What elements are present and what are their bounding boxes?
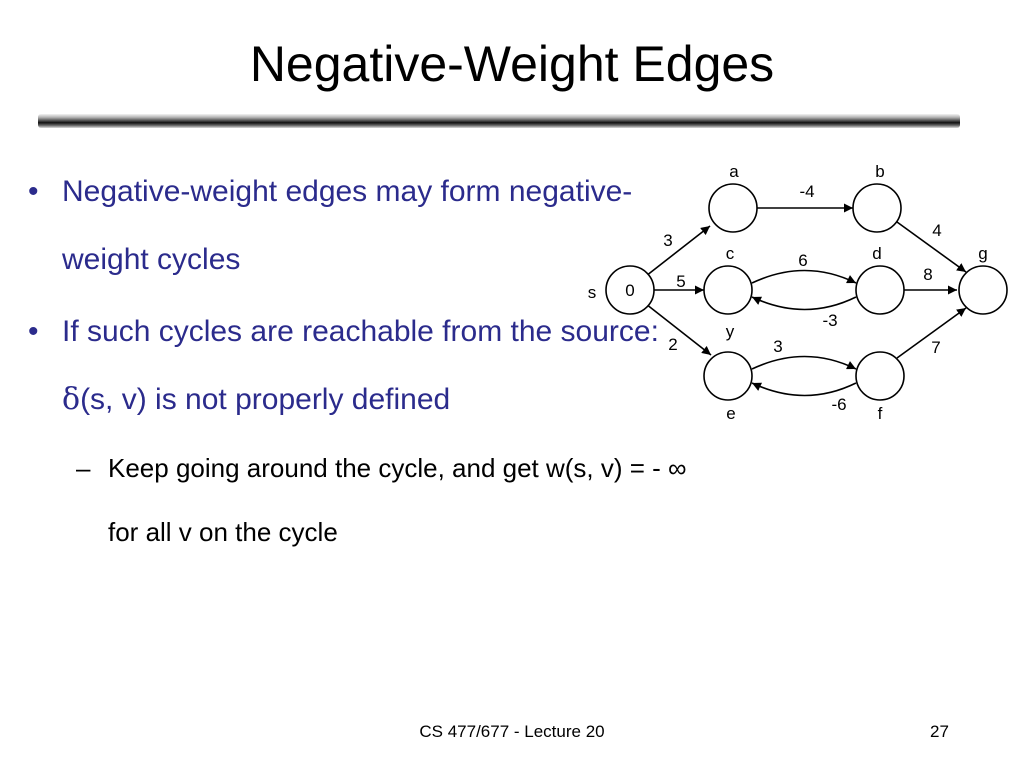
bullet-text-2-suffix: (s, v) is not properly defined: [80, 383, 451, 416]
node-e: [703, 351, 753, 401]
node-a: [708, 183, 758, 233]
node-a-label: a: [729, 162, 739, 181]
weight-d-g: 8: [923, 265, 932, 284]
weight-s-a: 3: [663, 231, 672, 250]
edge-d-c: [751, 296, 857, 311]
bullet-text-1: Negative-weight edges may form negative-…: [62, 175, 633, 276]
node-s: [605, 265, 655, 315]
node-b-label: b: [875, 162, 884, 181]
weight-d-c: -3: [822, 311, 837, 330]
node-g: [958, 265, 1008, 315]
weight-b-g: 4: [932, 221, 941, 240]
node-y-label: y: [726, 322, 735, 341]
edge-s-a: [645, 225, 711, 277]
node-g-label: g: [978, 244, 987, 263]
edge-e-f: [751, 355, 857, 370]
slide-title: Negative-Weight Edges: [249, 36, 775, 92]
node-b: [852, 183, 902, 233]
weight-e-f: 3: [773, 337, 782, 356]
node-f-label: f: [878, 404, 883, 423]
bullet-text-2-prefix: If such cycles are reachable from the so…: [62, 315, 659, 348]
node-d-label: d: [872, 244, 881, 263]
bullet-item-2: • If such cycles are reachable from the …: [20, 298, 700, 434]
weight-s-c: 5: [676, 272, 685, 291]
page-number: 27: [930, 722, 949, 741]
weight-f-e: -6: [831, 395, 846, 414]
weight-a-b: -4: [799, 182, 814, 201]
edge-f-e: [751, 382, 857, 397]
node-e-label: e: [726, 404, 735, 423]
infinity-symbol: ∞: [668, 453, 687, 483]
node-f: [855, 351, 905, 401]
bullet-dot-icon: •: [28, 315, 39, 348]
sub-bullet-text-suffix: for all v on the cycle: [108, 517, 338, 547]
bullet-dot-icon: •: [28, 175, 39, 208]
node-c: [703, 265, 753, 315]
sub-bullet-dash-icon: –: [76, 453, 91, 483]
edge-s-e: [645, 303, 712, 356]
weight-s-e: 2: [668, 335, 677, 354]
weight-c-d: 6: [798, 251, 807, 270]
node-s-value: 0: [625, 281, 634, 300]
sub-bullet-item: – Keep going around the cycle, and get w…: [20, 436, 700, 564]
slide-footer: CS 477/677 - Lecture 20: [419, 722, 605, 741]
node-d: [855, 265, 905, 315]
edge-f-g: [896, 307, 967, 359]
graph-diagram: 0 s a c y e b d f g 3 5 2 -4 6 -3 3 -6 4…: [588, 162, 1008, 423]
weight-f-g: 7: [931, 338, 940, 357]
edge-c-d: [751, 269, 857, 284]
edge-b-g: [896, 221, 967, 273]
delta-symbol: δ: [62, 382, 81, 417]
node-c-label: c: [726, 244, 735, 263]
title-divider: [38, 114, 960, 128]
bullet-item-1: • Negative-weight edges may form negativ…: [20, 158, 700, 294]
node-s-label: s: [588, 283, 597, 302]
sub-bullet-text-prefix: Keep going around the cycle, and get w(s…: [108, 453, 669, 483]
bullet-list: • Negative-weight edges may form negativ…: [20, 158, 700, 564]
